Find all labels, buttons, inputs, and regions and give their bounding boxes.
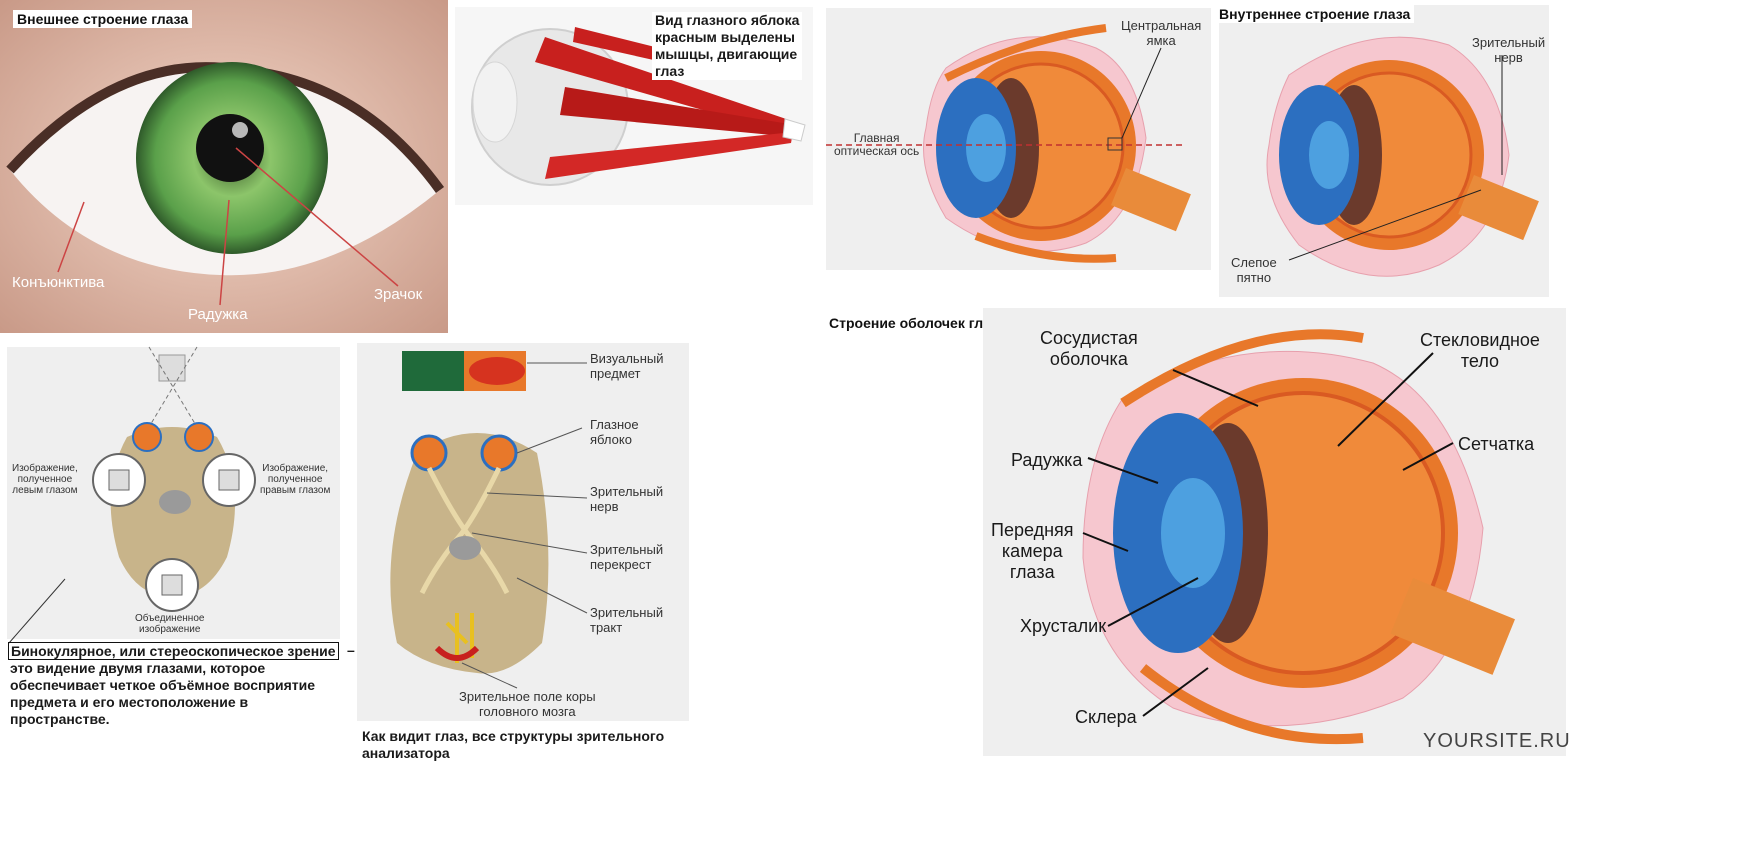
optical-axis-label: Главная оптическая ось <box>834 132 919 158</box>
sclera-label: Склера <box>1075 707 1137 727</box>
pupil-label: Зрачок <box>374 286 423 303</box>
fovea-label-line-1: Центральная <box>1121 18 1202 33</box>
shells-title: Строение оболочек глаза <box>825 314 1010 332</box>
right-eye-image-line-2: полученное <box>267 474 323 485</box>
left-eye-image-line-2: полученное <box>17 474 73 485</box>
vitreous-line-2: тело <box>1460 351 1500 371</box>
binocular-term: Бинокулярное, или стереоскопическое зрен… <box>8 642 339 660</box>
right-eye-image-line-3: правым глазом <box>260 485 331 496</box>
optical-axis-panel: Центральная ямка Главная оптическая ось <box>826 8 1211 270</box>
eye-muscles-caption: Вид глазного яблока красным выделены мыш… <box>652 12 803 80</box>
visual-object-line-1: Визуальный <box>590 351 664 366</box>
optic-tract-line-1: Зрительный <box>590 605 664 620</box>
retina-label: Сетчатка <box>1458 434 1535 454</box>
optic-nerve-label: Зрительный нерв <box>1472 35 1545 65</box>
optic-nerve-label-line-1: Зрительный <box>1472 35 1546 50</box>
visual-analyzer-caption: Как видит глаз, все структуры зрительног… <box>362 728 664 762</box>
internal-structure-illustration <box>1266 36 1539 277</box>
visual-analyzer-illustration <box>390 351 588 689</box>
optic-tract-label: Зрительный тракт <box>590 605 663 635</box>
visual-object-line-2: предмет <box>590 366 641 381</box>
visual-cortex-line-1: Зрительное поле коры <box>459 689 596 704</box>
external-eye-panel: Внешнее строение глаза Конъюнктива Радуж… <box>0 0 448 333</box>
optic-nerve-label-line-2: нерв <box>1494 50 1523 65</box>
visual-analyzer-caption-line-1: Как видит глаз, все структуры зрительног… <box>362 728 665 744</box>
choroid-label: Сосудистая оболочка <box>1040 328 1138 370</box>
left-eye-image-line-1: Изображение, <box>12 463 78 474</box>
combined-image-label: Объединенное изображение <box>135 613 204 635</box>
optic-tract-line-2: тракт <box>590 620 623 635</box>
lens-label: Хрусталик <box>1020 616 1107 636</box>
chiasm-line-2: перекрест <box>590 557 652 572</box>
visual-cortex-label: Зрительное поле коры головного мозга <box>459 689 596 719</box>
binocular-definition-line-3: предмета и его местоположение в <box>10 694 249 710</box>
left-eye-image-label: Изображение, полученное левым глазом <box>12 463 78 496</box>
eye-muscles-panel: Вид глазного яблока красным выделены мыш… <box>455 7 813 205</box>
choroid-line-1: Сосудистая <box>1040 328 1138 348</box>
eye-muscles-caption-line-3: мышцы, двигающие <box>655 46 798 62</box>
optical-axis-label-line-2: оптическая ось <box>834 144 920 158</box>
analyzer-nerve-line-1: Зрительный <box>590 484 664 499</box>
anterior-chamber-line-2: камера <box>1001 541 1063 561</box>
vitreous-label: Стекловидное тело <box>1420 330 1540 372</box>
chiasm-line-1: Зрительный <box>590 542 664 557</box>
external-eye-illustration <box>0 0 448 333</box>
binocular-dash: – <box>347 642 355 658</box>
external-eye-title: Внешнее строение глаза <box>13 10 193 28</box>
eyeball-line-1: Глазное <box>590 417 639 432</box>
binocular-definition: это видение двумя глазами, которое обесп… <box>10 660 315 728</box>
shells-iris-label: Радужка <box>1011 450 1083 470</box>
eyeball-label: Глазное яблоко <box>590 417 639 447</box>
visual-analyzer-caption-line-2: анализатора <box>362 745 450 761</box>
optical-axis-illustration <box>826 24 1191 263</box>
eyeball-line-2: яблоко <box>590 432 632 447</box>
combined-image-line-2: изображение <box>139 624 201 635</box>
eye-muscles-caption-line-1: Вид глазного яблока <box>655 12 800 28</box>
anterior-chamber-line-3: глаза <box>1009 562 1055 582</box>
analyzer-nerve-label: Зрительный нерв <box>590 484 663 514</box>
visual-cortex-line-2: головного мозга <box>478 704 576 719</box>
chiasm-label: Зрительный перекрест <box>590 542 663 572</box>
internal-structure-panel: Внутреннее строение глаза Зрительный нер… <box>1215 5 1549 297</box>
binocular-illustration <box>8 346 256 644</box>
watermark: YOURSITE.RU <box>1423 730 1571 752</box>
right-eye-image-label: Изображение, полученное правым глазом <box>260 463 330 496</box>
combined-image-line-1: Объединенное <box>135 613 205 624</box>
blind-spot-label-line-1: Слепое <box>1231 255 1277 270</box>
shells-panel: Сосудистая оболочка Стекловидное тело Се… <box>983 308 1570 756</box>
blind-spot-label-line-2: пятно <box>1236 270 1272 285</box>
optical-axis-label-line-1: Главная <box>853 131 900 145</box>
shells-illustration <box>1082 329 1515 745</box>
anterior-chamber-label: Передняя камера глаза <box>991 520 1074 583</box>
blind-spot-label: Слепое пятно <box>1231 255 1277 285</box>
anterior-chamber-line-1: Передняя <box>991 520 1074 540</box>
binocular-definition-line-1: это видение двумя глазами, которое <box>10 660 266 676</box>
binocular-definition-line-2: обеспечивает четкое объёмное восприятие <box>10 677 316 693</box>
binocular-panel: Изображение, полученное левым глазом Изо… <box>7 346 340 644</box>
visual-analyzer-panel: Визуальный предмет Глазное яблоко Зрител… <box>357 343 689 721</box>
analyzer-nerve-line-2: нерв <box>590 499 619 514</box>
vitreous-line-1: Стекловидное <box>1420 330 1540 350</box>
internal-structure-title: Внутреннее строение глаза <box>1215 5 1415 23</box>
left-eye-image-line-3: левым глазом <box>12 485 78 496</box>
fovea-label: Центральная ямка <box>1121 18 1201 48</box>
iris-label: Радужка <box>188 306 248 323</box>
conjunctiva-label: Конъюнктива <box>12 274 105 291</box>
right-eye-image-line-1: Изображение, <box>262 463 329 474</box>
eye-muscles-caption-line-2: красным выделены <box>655 29 795 45</box>
choroid-line-2: оболочка <box>1049 349 1128 369</box>
visual-object-label: Визуальный предмет <box>590 351 663 381</box>
binocular-definition-line-4: пространстве. <box>10 711 110 727</box>
eye-muscles-caption-line-4: глаз <box>655 63 685 79</box>
fovea-label-line-2: ямка <box>1146 33 1176 48</box>
